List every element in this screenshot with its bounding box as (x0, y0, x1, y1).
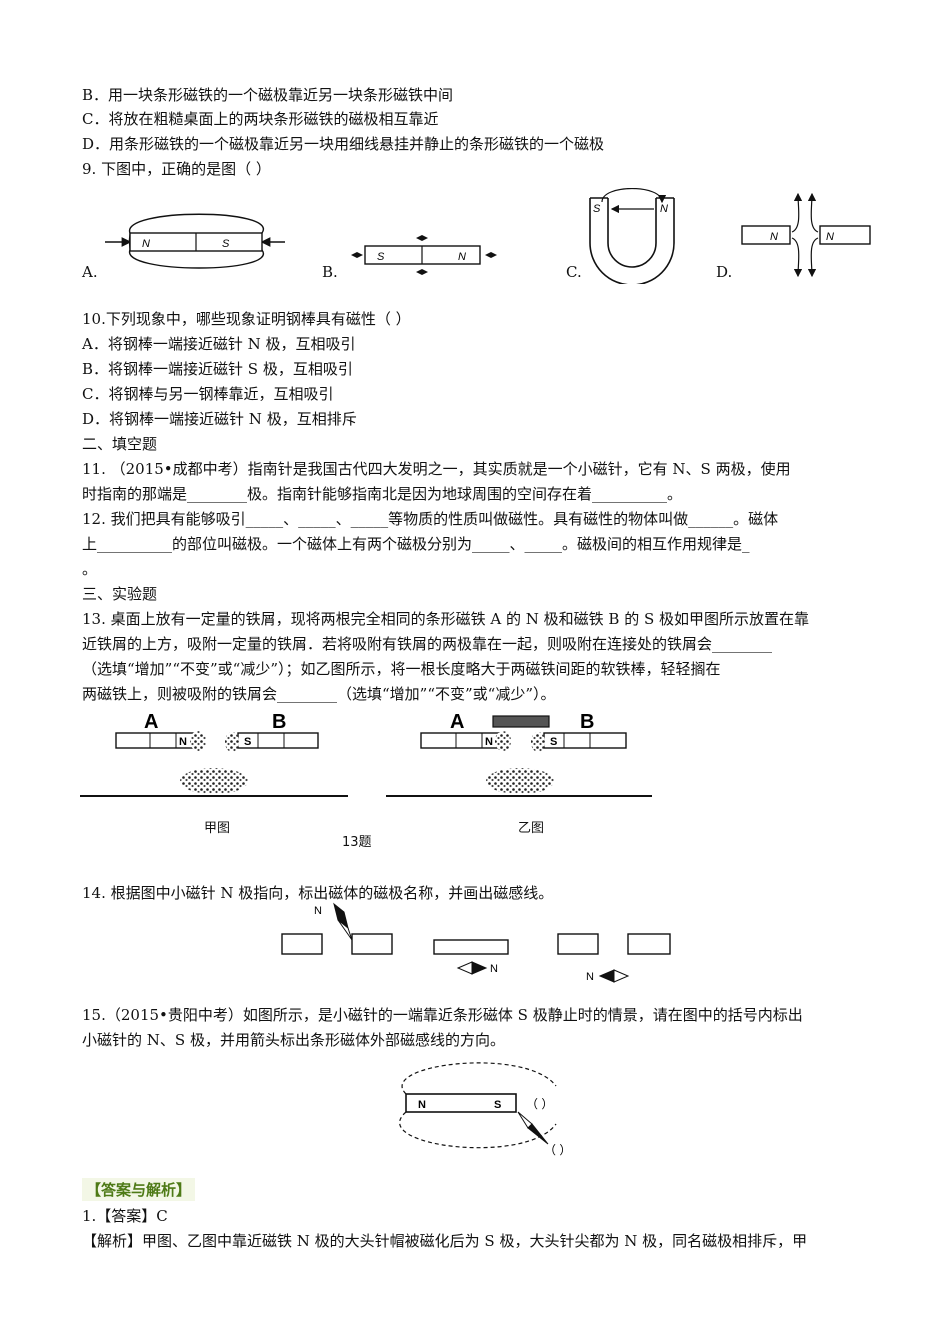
q13-line3: （选填“增加”“不变”或“减少”）；如乙图所示，将一根长度略大于两磁铁间距的软铁… (82, 660, 721, 678)
q15-bracket-bottom: （ ） (544, 1143, 571, 1157)
q15-compass (517, 1111, 549, 1145)
q13-line1: 13. 桌面上放有一定量的铁屑，现将两根完全相同的条形磁铁 A 的 N 极和磁铁… (82, 610, 810, 628)
q14-stem: 14. 根据图中小磁针 N 极指向，标出磁体的磁极名称，并画出磁感线。 (82, 884, 554, 902)
q15-figure: N S （ ） （ ） (399, 1062, 571, 1157)
q10-option-c: C．将钢棒与另一钢棒靠近，互相吸引 (82, 385, 334, 403)
q13-label-b: B (272, 711, 286, 733)
q8-option-b: B．用一块条形磁铁的一个磁极靠近另一块条形磁铁中间 (82, 86, 454, 104)
q13-jia-n: N (179, 736, 187, 748)
q9-label-b: B. (322, 263, 338, 281)
q10-option-d: D．将钢棒一端接近磁针 N 极，互相排斥 (82, 410, 357, 428)
q14-compass-top (333, 902, 353, 941)
q9-figure-b: S N (351, 235, 497, 275)
answer-section-tag: 【答案与解析】 (82, 1178, 196, 1201)
section-fill-blank: 二、填空题 (82, 435, 158, 453)
q9-d-n2: N (826, 231, 834, 243)
q13-yi-n: N (485, 736, 493, 748)
q8-option-d: D．用条形磁铁的一个磁极靠近另一块用细线悬挂并静止的条形磁铁的一个磁极 (82, 135, 605, 153)
q13-yi-s: S (550, 736, 557, 748)
q9-figure-c: S N (589, 188, 675, 284)
q9-figures: N S S N S N N N (105, 188, 871, 284)
q9-figure-a: N S (105, 213, 285, 269)
q10-option-a: A．将钢棒一端接近磁针 N 极，互相吸引 (82, 335, 356, 353)
q9-d-n1: N (770, 231, 778, 243)
q15-line2: 小磁针的 N、S 极，并用箭头标出条形磁体外部磁感线的方向。 (82, 1031, 505, 1049)
q13-yi-label-a: A (450, 711, 464, 733)
q13-soft-iron-bar (492, 715, 550, 728)
q13-line2: 近铁屑的上方，吸附一定量的铁屑．若将吸附有铁屑的两极靠在一起，则吸附在连接处的铁… (82, 635, 773, 653)
q13-line4: 两磁铁上，则被吸附的铁屑会________（选填“增加”“不变”或“减少”）。 (82, 685, 556, 703)
answer-1-explanation: 【解析】甲图、乙图中靠近磁铁 N 极的大头针帽被磁化后为 S 极，大头针尖都为 … (82, 1232, 808, 1250)
q15-n: N (418, 1099, 426, 1111)
q9-a-s: S (222, 238, 230, 250)
q14-compass-middle (456, 961, 488, 975)
q9-b-n: N (458, 251, 466, 263)
q10-option-b: B．将钢棒一端接近磁针 S 极，互相吸引 (82, 360, 353, 378)
section-experiment: 三、实验题 (82, 585, 158, 603)
q13-caption-jia: 甲图 (204, 821, 231, 836)
q9-b-s: S (377, 251, 385, 263)
q12-line3: 。 (82, 560, 98, 578)
q15-bracket-top: （ ） (526, 1097, 553, 1111)
q13-figure-jia: A B N S (80, 711, 348, 797)
q15-line1: 15.（2015•贵阳中考）如图所示，是小磁针的一端靠近条形磁体 S 极静止时的… (82, 1006, 803, 1024)
q14-n-top: N (314, 905, 322, 917)
q9-figure-d: N N (741, 192, 871, 278)
q9-c-s: S (593, 203, 601, 215)
q9-a-n: N (142, 238, 150, 250)
q13-figure-yi: A B N S (386, 711, 652, 797)
q14-compass-right (598, 969, 630, 983)
q11-line2: 时指南的那端是________极。指南针能够指南北是因为地球周围的空间存在着__… (82, 485, 683, 503)
q13-label-a: A (144, 711, 158, 733)
q14-figure: N N N (281, 902, 671, 983)
q9-label-c: C. (566, 263, 582, 281)
q9-label-d: D. (716, 263, 733, 281)
q13-yi-label-b: B (580, 711, 594, 733)
q10-stem: 10.下列现象中，哪些现象证明钢棒具有磁性（ ） (82, 310, 411, 328)
q14-n-middle: N (490, 963, 498, 975)
q12-line1: 12. 我们把具有能够吸引_____、_____、_____等物质的性质叫做磁性… (82, 510, 779, 528)
q13-caption-num: 13题 (342, 835, 372, 850)
q14-n-right: N (586, 971, 594, 983)
answer-1: 1.【答案】C (82, 1207, 168, 1225)
q12-line2: 上__________的部位叫磁极。一个磁体上有两个磁极分别为_____、___… (82, 535, 750, 553)
q13-caption-yi: 乙图 (518, 821, 545, 836)
q11-line1: 11. （2015•成都中考）指南针是我国古代四大发明之一，其实质就是一个小磁针… (82, 460, 791, 478)
q9-stem: 9. 下图中，正确的是图（ ） (82, 160, 271, 178)
q9-c-n: N (660, 203, 668, 215)
q13-jia-s: S (244, 736, 251, 748)
q9-label-a: A. (82, 263, 98, 281)
q8-option-c: C．将放在粗糙桌面上的两块条形磁铁的磁极相互靠近 (82, 110, 439, 128)
q13-figure: A B N S A B N S (80, 711, 652, 797)
q15-s: S (494, 1099, 501, 1111)
